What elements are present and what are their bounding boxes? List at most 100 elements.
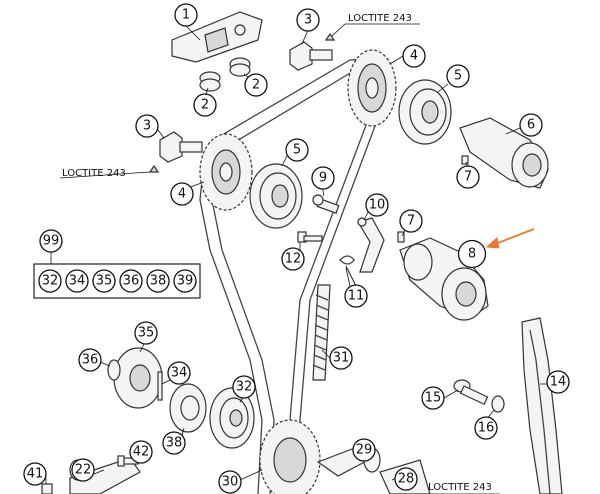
callout-14: 14: [546, 370, 570, 394]
callout-7: 7: [456, 165, 480, 189]
dowel-pin: [461, 155, 469, 165]
upper-bearing: [398, 79, 452, 145]
svg-text:34: 34: [69, 274, 86, 289]
upper-sprocket: [347, 49, 397, 127]
callout-4: 4: [170, 182, 194, 206]
svg-text:4: 4: [178, 187, 186, 202]
callout-31: 31: [329, 346, 353, 370]
callout-9: 9: [311, 166, 335, 190]
svg-text:2: 2: [252, 78, 260, 93]
loctite-label: LOCTITE 243: [59, 168, 151, 179]
loctite-label: LOCTITE 243: [425, 482, 500, 494]
callout-3: 3: [135, 114, 159, 138]
decompressor-screw: [297, 231, 323, 243]
svg-text:99: 99: [43, 234, 60, 249]
bushings: [199, 57, 251, 92]
svg-text:22: 22: [75, 463, 92, 478]
callout-38: 38: [162, 431, 186, 455]
svg-text:LOCTITE 243: LOCTITE 243: [62, 168, 126, 179]
kit-item-34: 34: [65, 269, 89, 293]
svg-text:LOCTITE 243: LOCTITE 243: [348, 13, 412, 24]
callout-1: 1: [174, 3, 198, 27]
left-bolt: [159, 131, 203, 163]
svg-text:6: 6: [527, 118, 535, 133]
decompressor-spring: [339, 255, 357, 287]
crank-sprocket: [259, 419, 321, 494]
callout-5: 5: [446, 64, 470, 88]
svg-text:2: 2: [201, 98, 209, 113]
svg-text:3: 3: [304, 13, 312, 28]
callout-99: 99: [39, 229, 63, 253]
lower-left-sprocket: [199, 133, 253, 211]
svg-text:32: 32: [42, 274, 59, 289]
svg-text:7: 7: [464, 170, 472, 185]
kit-item-32: 32: [38, 269, 62, 293]
tensioner-rail: [521, 317, 563, 494]
callout-4: 4: [402, 44, 426, 68]
callout-15: 15: [421, 386, 445, 410]
kit-box: [33, 252, 201, 299]
highlight-arrow: [485, 228, 535, 249]
intake-camshaft: [399, 237, 489, 321]
decompressor-pin: [312, 194, 340, 214]
centrifugal-weight-gear: [107, 347, 163, 409]
svg-text:35: 35: [138, 326, 155, 341]
svg-text:29: 29: [356, 443, 373, 458]
svg-text:8: 8: [468, 247, 476, 262]
svg-text:38: 38: [166, 436, 183, 451]
svg-text:36: 36: [123, 274, 140, 289]
svg-text:12: 12: [285, 252, 302, 267]
callout-11: 11: [344, 284, 368, 308]
svg-text:41: 41: [27, 467, 44, 482]
svg-text:38: 38: [150, 274, 167, 289]
svg-text:16: 16: [478, 421, 495, 436]
lower-bearing: [209, 387, 255, 449]
callout-28: 28: [394, 467, 418, 491]
highlight-ring: [457, 239, 487, 269]
decompressor-lever: [357, 217, 385, 273]
svg-text:31: 31: [333, 351, 350, 366]
svg-text:10: 10: [369, 198, 386, 213]
upper-bolt: [289, 41, 333, 71]
callout-41: 41: [23, 462, 47, 486]
tensioner-bolt: [453, 379, 505, 413]
loctite-drop-icon: [324, 32, 336, 41]
svg-text:34: 34: [171, 366, 188, 381]
chain-guide-rail: [312, 284, 331, 381]
svg-text:32: 32: [236, 380, 253, 395]
callout-5: 5: [285, 138, 309, 162]
callout-6: 6: [519, 113, 543, 137]
svg-text:3: 3: [143, 119, 151, 134]
svg-text:9: 9: [319, 171, 327, 186]
svg-text:7: 7: [407, 214, 415, 229]
svg-text:35: 35: [96, 274, 113, 289]
callout-2: 2: [244, 73, 268, 97]
svg-text:28: 28: [398, 472, 415, 487]
svg-text:30: 30: [222, 475, 239, 490]
svg-text:14: 14: [550, 375, 567, 390]
loctite-label: LOCTITE 243: [331, 13, 420, 37]
dowel-pin: [397, 231, 405, 243]
svg-text:1: 1: [182, 8, 190, 23]
svg-text:15: 15: [425, 391, 442, 406]
callout-32: 32: [232, 375, 256, 399]
callout-30: 30: [218, 470, 242, 494]
callout-36: 36: [78, 348, 102, 372]
lower-bolt: [41, 483, 53, 494]
callout-42: 42: [129, 440, 153, 464]
callout-2: 2: [193, 93, 217, 117]
exhaust-camshaft: [459, 117, 549, 189]
thrust-washer: [169, 383, 207, 433]
callout-7: 7: [399, 209, 423, 233]
kit-item-39: 39: [173, 269, 197, 293]
callout-8: 8: [457, 239, 487, 269]
callout-10: 10: [365, 193, 389, 217]
svg-text:39: 39: [177, 274, 194, 289]
svg-text:36: 36: [82, 353, 99, 368]
svg-text:11: 11: [348, 289, 365, 304]
callout-12: 12: [281, 247, 305, 271]
svg-text:5: 5: [293, 143, 301, 158]
svg-text:42: 42: [133, 445, 150, 460]
